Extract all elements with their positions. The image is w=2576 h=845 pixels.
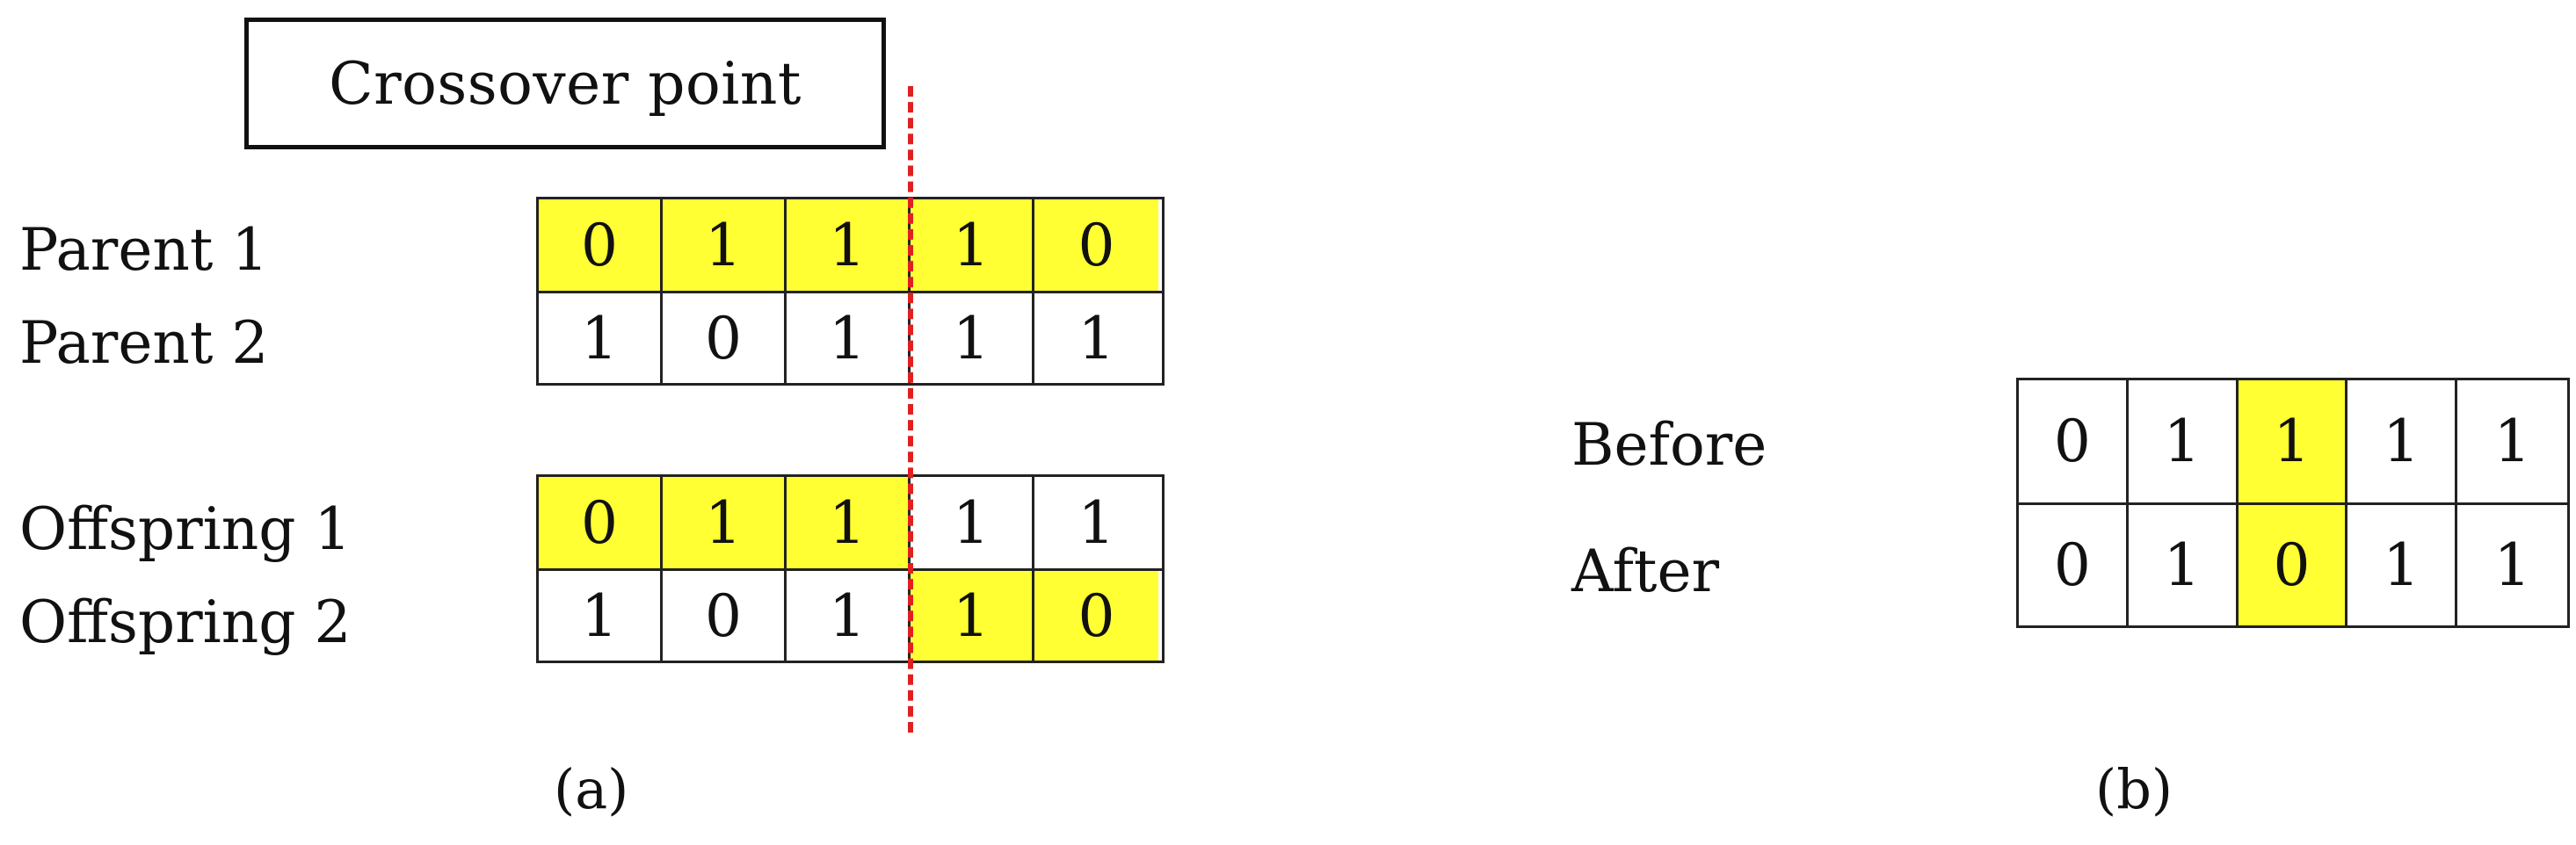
gene-cell: 1 [787, 199, 911, 291]
panel-a: Crossover point Parent 1 Parent 2 Offspr… [0, 0, 1230, 845]
caption-b: (b) [2095, 757, 2173, 821]
gene-cell: 1 [787, 477, 911, 568]
gene-cell: 1 [663, 477, 787, 568]
gene-cell: 0 [663, 293, 787, 383]
gene-cell: 0 [1034, 199, 1158, 291]
row-label-after: After [1571, 538, 1720, 605]
gene-cell: 1 [2128, 505, 2239, 625]
gene-cell: 0 [2019, 380, 2129, 502]
crossover-point-box: Crossover point [244, 18, 886, 149]
row-label-parent-1: Parent 1 [19, 216, 269, 284]
gene-cell: 1 [2347, 505, 2458, 625]
gene-cell: 1 [2457, 380, 2567, 502]
gene-cell: 1 [911, 293, 1034, 383]
gene-cell: 1 [2347, 380, 2458, 502]
row-label-parent-2: Parent 2 [19, 309, 269, 377]
gene-cell: 1 [1034, 293, 1158, 383]
gene-cell: 0 [539, 477, 663, 568]
crossover-line [908, 86, 913, 733]
gene-cell: 1 [911, 477, 1034, 568]
gene-cell: 1 [663, 199, 787, 291]
gene-cell: 1 [787, 571, 911, 661]
gene-cell: 1 [911, 199, 1034, 291]
gene-cell: 0 [663, 571, 787, 661]
gene-cell: 0 [539, 199, 663, 291]
gene-cell: 1 [2238, 380, 2348, 502]
row-label-offspring-1: Offspring 1 [19, 495, 352, 563]
gene-cell: 1 [787, 293, 911, 383]
gene-cell: 1 [2128, 380, 2239, 502]
row-label-offspring-2: Offspring 2 [19, 589, 352, 656]
caption-a: (a) [554, 757, 629, 821]
gene-cell: 1 [1034, 477, 1158, 568]
gene-cell: 1 [539, 293, 663, 383]
gene-cell: 1 [911, 571, 1034, 661]
crossover-point-label: Crossover point [329, 49, 802, 118]
gene-cell: 1 [2457, 505, 2567, 625]
row-label-before: Before [1571, 411, 1767, 479]
gene-cell: 0 [2019, 505, 2129, 625]
gene-cell: 1 [539, 571, 663, 661]
gene-cell: 0 [1034, 571, 1158, 661]
gene-cell: 0 [2238, 505, 2348, 625]
